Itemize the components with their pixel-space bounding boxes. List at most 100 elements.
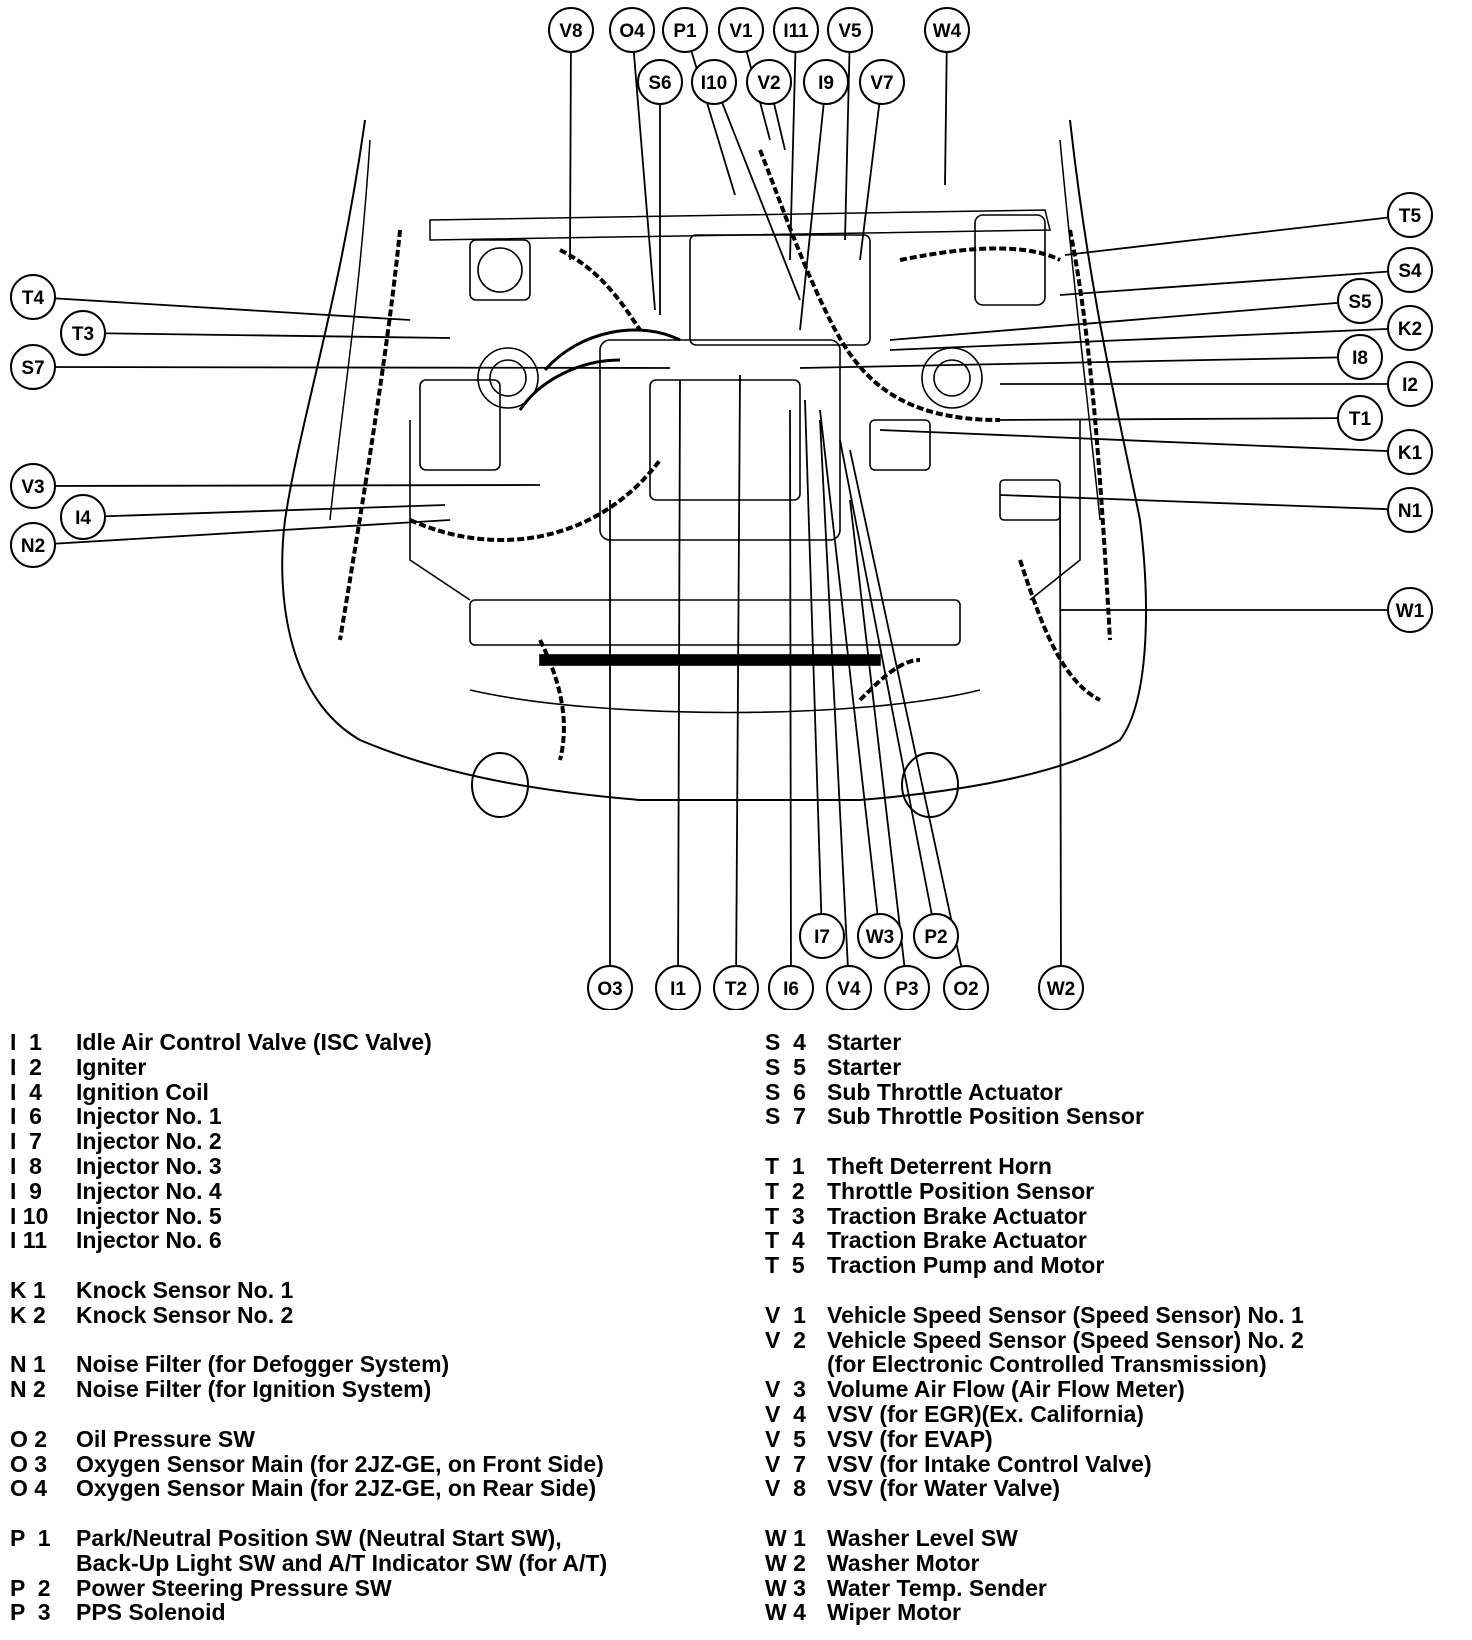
legend-description: PPS Solenoid [76,1599,226,1626]
legend-description: Oil Pressure SW [76,1425,255,1452]
legend-description: Park/Neutral Position SW (Neutral Start … [76,1524,562,1551]
leader-line-i10 [713,81,801,301]
callout-circle-o4 [609,7,655,53]
legend-description: Injector No. 2 [76,1128,222,1155]
legend-description: Water Temp. Sender [827,1574,1047,1601]
leader-line-k2 [889,327,1411,351]
callout-circle-w3 [857,913,903,959]
leader-line-t3 [82,332,451,339]
leader-line-i11 [789,29,797,261]
legend-description: Starter [827,1053,902,1080]
callout-label-k2: K2 [1398,319,1422,340]
callout-label-n1: N1 [1398,501,1423,522]
legend-description: Oxygen Sensor Main (for 2JZ-GE, on Front… [76,1450,604,1477]
callout-circle-k1 [1387,429,1433,475]
leader-line-n1 [999,494,1411,511]
legend-code: P 3 [10,1599,51,1626]
legend-code: T 3 [765,1202,805,1229]
legend-description: Noise Filter (for Ignition System) [76,1376,432,1403]
callout-circle-t4 [10,274,56,320]
leader-line-p2 [839,439,937,937]
legend-description: Injector No. 1 [76,1103,222,1130]
callout-circle-i8 [1337,334,1383,380]
callout-circle-v4 [826,965,872,1010]
callout-circle-n1 [1387,487,1433,533]
callout-circle-i4 [60,494,106,540]
legend-description: VSV (for Intake Control Valve) [827,1450,1152,1477]
callout-label-o4: O4 [619,21,645,42]
leader-line-t2 [735,374,741,989]
legend-code: V 7 [765,1450,806,1477]
callout-circle-t1 [1337,395,1383,441]
legend-code: I 9 [10,1177,42,1204]
legend-description: Volume Air Flow (Air Flow Meter) [827,1376,1185,1403]
leader-line-i8 [799,356,1361,369]
callout-label-i2: I2 [1402,375,1418,396]
legend-description: (for Electronic Controlled Transmission) [827,1351,1267,1378]
callout-label-i11: I11 [783,21,809,42]
legend-code: I 10 [10,1202,49,1229]
callout-circle-s7 [10,344,56,390]
legend-description: Idle Air Control Valve (ISC Valve) [76,1029,432,1055]
callout-circle-v1 [718,7,764,53]
legend-code: V 3 [765,1376,806,1403]
callout-circle-t5 [1387,192,1433,238]
legend-description: Wiper Motor [827,1599,961,1626]
legend-description: Traction Brake Actuator [827,1202,1087,1229]
leader-lines [32,29,1411,989]
callout-label-p2: P2 [924,927,947,948]
callout-label-t5: T5 [1399,206,1422,227]
callout-label-s7: S7 [21,358,44,379]
legend-description: Knock Sensor No. 2 [76,1301,294,1328]
legend-code: I 8 [10,1152,42,1179]
leader-line-o4 [631,29,656,311]
leader-line-n2 [32,519,451,546]
callout-circle-w1 [1387,587,1433,633]
callout-circle-i11 [773,7,819,53]
legend-code: V 5 [765,1425,806,1452]
callout-circle-t2 [713,965,759,1010]
callout-label-i8: I8 [1352,348,1368,369]
callout-label-t3: T3 [72,324,94,345]
leader-line-k1 [879,429,1411,453]
legend-code: V 8 [765,1475,806,1502]
callout-label-v5: V5 [838,21,862,42]
callout-label-w2: W2 [1047,979,1076,1000]
callout-label-w3: W3 [866,927,895,948]
legend-description: Traction Pump and Motor [827,1252,1105,1279]
callout-label-p3: P3 [895,979,918,1000]
legend-code: S 4 [765,1029,806,1055]
callout-circle-s5 [1337,278,1383,324]
legend-code: V 4 [765,1400,806,1427]
callout-circle-i7 [799,913,845,959]
callout-circle-p3 [884,965,930,1010]
legend-code: S 7 [765,1103,806,1130]
legend-description: Throttle Position Sensor [827,1177,1095,1204]
legend-code: I 6 [10,1103,42,1130]
legend-description: Starter [827,1029,902,1055]
leader-line-i6 [789,409,792,989]
callout-circle-o2 [943,965,989,1010]
legend-code: V 1 [765,1301,806,1328]
leader-line-i9 [799,81,827,331]
callout-circle-t3 [60,310,106,356]
callout-label-s4: S4 [1398,261,1422,282]
leader-line-s4 [1059,269,1411,296]
legend-description: Back-Up Light SW and A/T Indicator SW (f… [76,1549,608,1576]
callout-label-t1: T1 [1349,409,1372,430]
callout-label-o3: O3 [597,979,622,1000]
legend-code: N 1 [10,1351,46,1378]
legend-code: O 3 [10,1450,48,1477]
callout-label-s6: S6 [648,73,671,94]
legend-description: Injector No. 3 [76,1152,222,1179]
legend-description: VSV (for EVAP) [827,1425,993,1452]
legend-code: N 2 [10,1376,46,1403]
legend-code: S 5 [765,1053,806,1080]
callout-circle-k2 [1387,305,1433,351]
leader-line-v4 [819,419,850,989]
legend-code: W 2 [765,1549,806,1576]
leader-line-t5 [1064,214,1411,256]
callout-circle-v2 [746,59,792,105]
legend-code: P 1 [10,1524,51,1551]
